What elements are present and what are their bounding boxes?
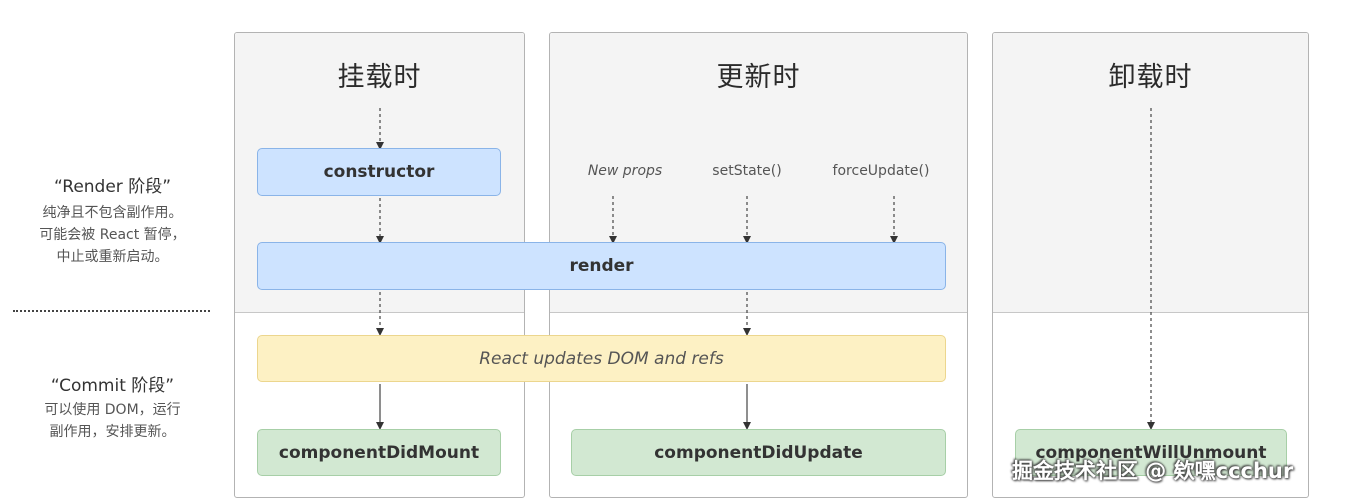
render-phase-description: 纯净且不包含副作用。 可能会被 React 暂停， 中止或重新启动。 — [0, 202, 225, 268]
commit-phase-desc-line: 可以使用 DOM，运行 — [44, 402, 181, 418]
commit-phase-title: “Commit 阶段” — [50, 376, 175, 396]
render-phase-desc-line: 可能会被 React 暂停， — [39, 227, 186, 243]
force-update-trigger: forceUpdate() — [832, 163, 930, 179]
watermark: 掘金技术社区 @ 欸嘿ccchur — [1012, 459, 1294, 483]
render-box: render — [257, 242, 946, 290]
phase-separator — [13, 310, 210, 312]
set-state-trigger: setState() — [712, 163, 782, 179]
update-column-title: 更新时 — [716, 62, 801, 93]
commit-phase-desc-line: 副作用，安排更新。 — [49, 424, 176, 440]
constructor-box: constructor — [257, 148, 501, 196]
mount-column-title: 挂载时 — [337, 62, 422, 93]
component-did-mount-box: componentDidMount — [257, 429, 501, 476]
render-phase-desc-line: 中止或重新启动。 — [56, 249, 169, 265]
component-will-unmount-box: componentWillUnmount — [1015, 429, 1287, 476]
commit-phase-description: 可以使用 DOM，运行 副作用，安排更新。 — [0, 399, 225, 443]
render-phase-title: “Render 阶段” — [53, 177, 172, 197]
react-updates-dom-box: React updates DOM and refs — [257, 335, 946, 382]
unmount-column-title: 卸载时 — [1108, 62, 1193, 93]
new-props-trigger: New props — [587, 163, 663, 179]
component-did-update-box: componentDidUpdate — [571, 429, 946, 476]
render-phase-desc-line: 纯净且不包含副作用。 — [42, 205, 183, 221]
